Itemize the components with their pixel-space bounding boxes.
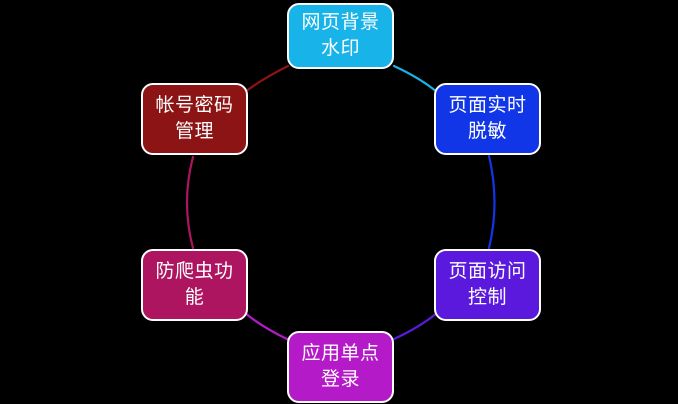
node-anti-crawler-function[interactable]: 防爬虫功能: [141, 249, 248, 321]
node-app-single-sign-on[interactable]: 应用单点登录: [287, 331, 394, 403]
node-label: 应用单点登录: [301, 342, 380, 390]
connector-link-masking-to-access: [487, 154, 496, 250]
node-label: 页面访问控制: [448, 260, 527, 308]
connector-link-sso-to-anticrawler: [243, 311, 289, 341]
node-label: 帐号密码管理: [155, 94, 234, 142]
node-page-access-control[interactable]: 页面访问控制: [434, 249, 541, 321]
connector-link-anticrawler-to-account: [185, 155, 195, 250]
node-label: 页面实时脱敏: [448, 94, 527, 142]
node-page-realtime-masking[interactable]: 页面实时脱敏: [434, 83, 541, 155]
node-web-background-watermark[interactable]: 网页背景水印: [287, 3, 394, 69]
node-label: 防爬虫功能: [155, 260, 234, 308]
connector-link-watermark-to-masking: [392, 64, 439, 94]
connector-link-account-to-watermark: [243, 64, 290, 94]
connector-link-access-to-sso: [392, 311, 439, 341]
node-label: 网页背景水印: [301, 11, 380, 59]
node-account-password-management[interactable]: 帐号密码管理: [141, 83, 248, 155]
